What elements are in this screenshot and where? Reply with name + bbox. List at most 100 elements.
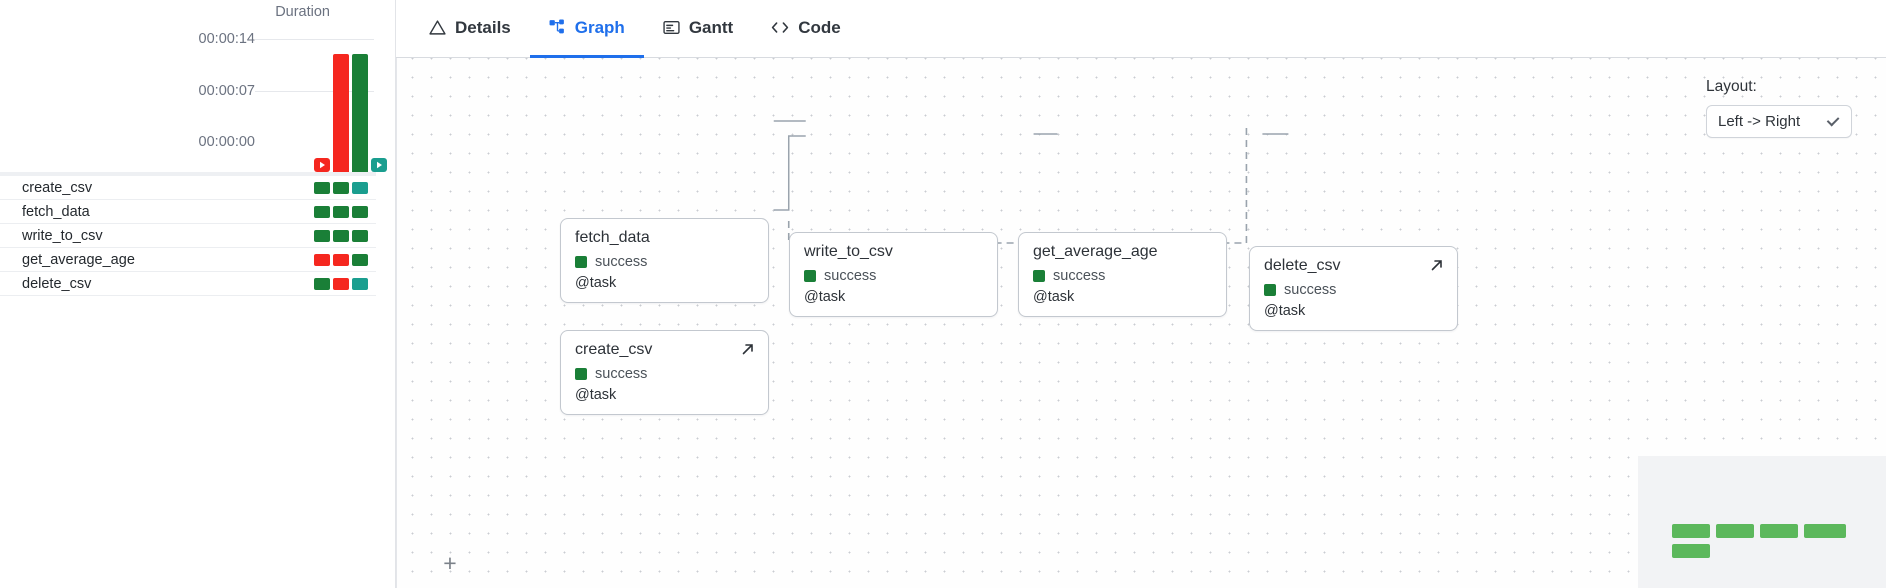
status-dot-icon: [1264, 284, 1276, 296]
axis-tick-2: 00:00:00: [198, 134, 255, 150]
duration-chart-title: Duration: [275, 4, 330, 20]
gridline-0: [255, 39, 374, 40]
task-state-square-success[interactable]: [314, 181, 330, 194]
tab-gantt[interactable]: Gantt: [644, 0, 752, 58]
duration-bar-1[interactable]: [333, 54, 349, 172]
task-name: write_to_csv: [22, 227, 103, 244]
zoom-in-button[interactable]: +: [443, 549, 457, 576]
task-name: fetch_data: [22, 203, 90, 220]
node-status: success: [1033, 268, 1212, 284]
task-row[interactable]: get_average_age: [0, 248, 376, 272]
play-marker-icon: [314, 158, 330, 172]
expand-arrow-icon[interactable]: [1429, 257, 1445, 278]
node-status-text: success: [595, 254, 648, 270]
duration-bar-3[interactable]: [371, 158, 387, 172]
graph-nodes-icon: [549, 19, 566, 36]
task-state-square-teal[interactable]: [352, 277, 368, 290]
task-state-square-success[interactable]: [333, 181, 349, 194]
task-state-square-success[interactable]: [314, 277, 330, 290]
task-row[interactable]: fetch_data: [0, 200, 376, 224]
task-state-square-success[interactable]: [314, 229, 330, 242]
duration-bars[interactable]: [314, 42, 387, 172]
task-state-square-success[interactable]: [352, 205, 368, 218]
task-state-square-failed[interactable]: [333, 277, 349, 290]
task-row[interactable]: delete_csv: [0, 272, 376, 296]
node-status-text: success: [595, 366, 648, 382]
task-name: delete_csv: [22, 275, 92, 292]
tab-details[interactable]: Details: [410, 0, 530, 58]
graph-node-write-to-csv[interactable]: write_to_csv success @task: [789, 232, 998, 317]
node-type: @task: [1033, 289, 1075, 305]
warning-triangle-icon: [429, 19, 446, 36]
expand-arrow-icon[interactable]: [740, 341, 756, 362]
tab-label: Details: [455, 17, 511, 37]
minimap-node: [1672, 524, 1710, 538]
task-state-squares[interactable]: [314, 181, 368, 194]
node-title: write_to_csv: [804, 243, 893, 260]
status-dot-icon: [575, 256, 587, 268]
node-status-text: success: [1053, 268, 1106, 284]
task-state-square-success[interactable]: [314, 205, 330, 218]
node-type: @task: [575, 275, 617, 291]
task-state-square-success[interactable]: [352, 253, 368, 266]
task-list: create_csv fetch_data write_to_csv get_aver…: [0, 176, 376, 296]
status-dot-icon: [804, 270, 816, 282]
graph-canvas[interactable]: Layout: Left -> Right fetch_data success…: [396, 58, 1886, 588]
minimap-node: [1716, 524, 1754, 538]
task-name: get_average_age: [22, 251, 135, 268]
task-state-squares[interactable]: [314, 277, 368, 290]
task-state-square-success[interactable]: [352, 229, 368, 242]
layout-control: Layout: Left -> Right: [1706, 78, 1852, 138]
task-row[interactable]: create_csv: [0, 176, 376, 200]
minimap-node: [1804, 524, 1846, 538]
graph-node-fetch-data[interactable]: fetch_data success @task: [560, 218, 769, 303]
node-type: @task: [804, 289, 846, 305]
node-status: success: [1264, 282, 1443, 298]
play-marker-icon: [371, 158, 387, 172]
minimap-node: [1672, 544, 1710, 558]
graph-node-create-csv[interactable]: create_csv success @task: [560, 330, 769, 415]
chevron-down-icon: [1826, 113, 1840, 127]
task-state-square-failed[interactable]: [314, 253, 330, 266]
tab-code[interactable]: Code: [752, 0, 860, 58]
layout-select-value: Left -> Right: [1718, 113, 1801, 130]
duration-bar-fill: [352, 54, 368, 172]
duration-chart: 00:00:14 00:00:07 00:00:00: [0, 30, 387, 172]
node-status-text: success: [824, 268, 877, 284]
axis-tick-1: 00:00:07: [198, 83, 255, 99]
task-state-square-teal[interactable]: [352, 181, 368, 194]
graph-node-delete-csv[interactable]: delete_csv success @task: [1249, 246, 1458, 331]
node-status: success: [575, 366, 754, 382]
layout-select[interactable]: Left -> Right: [1706, 105, 1852, 138]
node-type: @task: [575, 387, 617, 403]
node-title: fetch_data: [575, 229, 650, 246]
node-status: success: [804, 268, 983, 284]
gantt-chart-icon: [663, 19, 680, 36]
task-state-squares[interactable]: [314, 229, 368, 242]
tab-label: Graph: [574, 17, 625, 37]
task-state-squares[interactable]: [314, 253, 368, 266]
node-type: @task: [1264, 303, 1306, 319]
node-status-text: success: [1284, 282, 1337, 298]
graph-node-get-average-age[interactable]: get_average_age success @task: [1018, 232, 1227, 317]
task-state-square-success[interactable]: [333, 205, 349, 218]
task-state-square-success[interactable]: [333, 229, 349, 242]
duration-bar-0[interactable]: [314, 158, 330, 172]
duration-panel: Duration 00:00:14 00:00:07 00:00:00 crea…: [0, 0, 396, 588]
task-state-square-failed[interactable]: [333, 253, 349, 266]
task-row[interactable]: write_to_csv: [0, 224, 376, 248]
duration-bar-fill: [333, 54, 349, 172]
gridline-1: [255, 91, 374, 92]
minimap-node: [1760, 524, 1798, 538]
task-state-squares[interactable]: [314, 205, 368, 218]
node-title: delete_csv: [1264, 257, 1341, 274]
tab-label: Gantt: [688, 17, 734, 37]
graph-minimap[interactable]: [1638, 456, 1886, 588]
task-name: create_csv: [22, 179, 93, 196]
tab-graph[interactable]: Graph: [529, 0, 644, 58]
status-dot-icon: [575, 368, 587, 380]
duration-bar-2[interactable]: [352, 54, 368, 172]
tab-label: Code: [798, 17, 841, 37]
status-dot-icon: [1033, 270, 1045, 282]
